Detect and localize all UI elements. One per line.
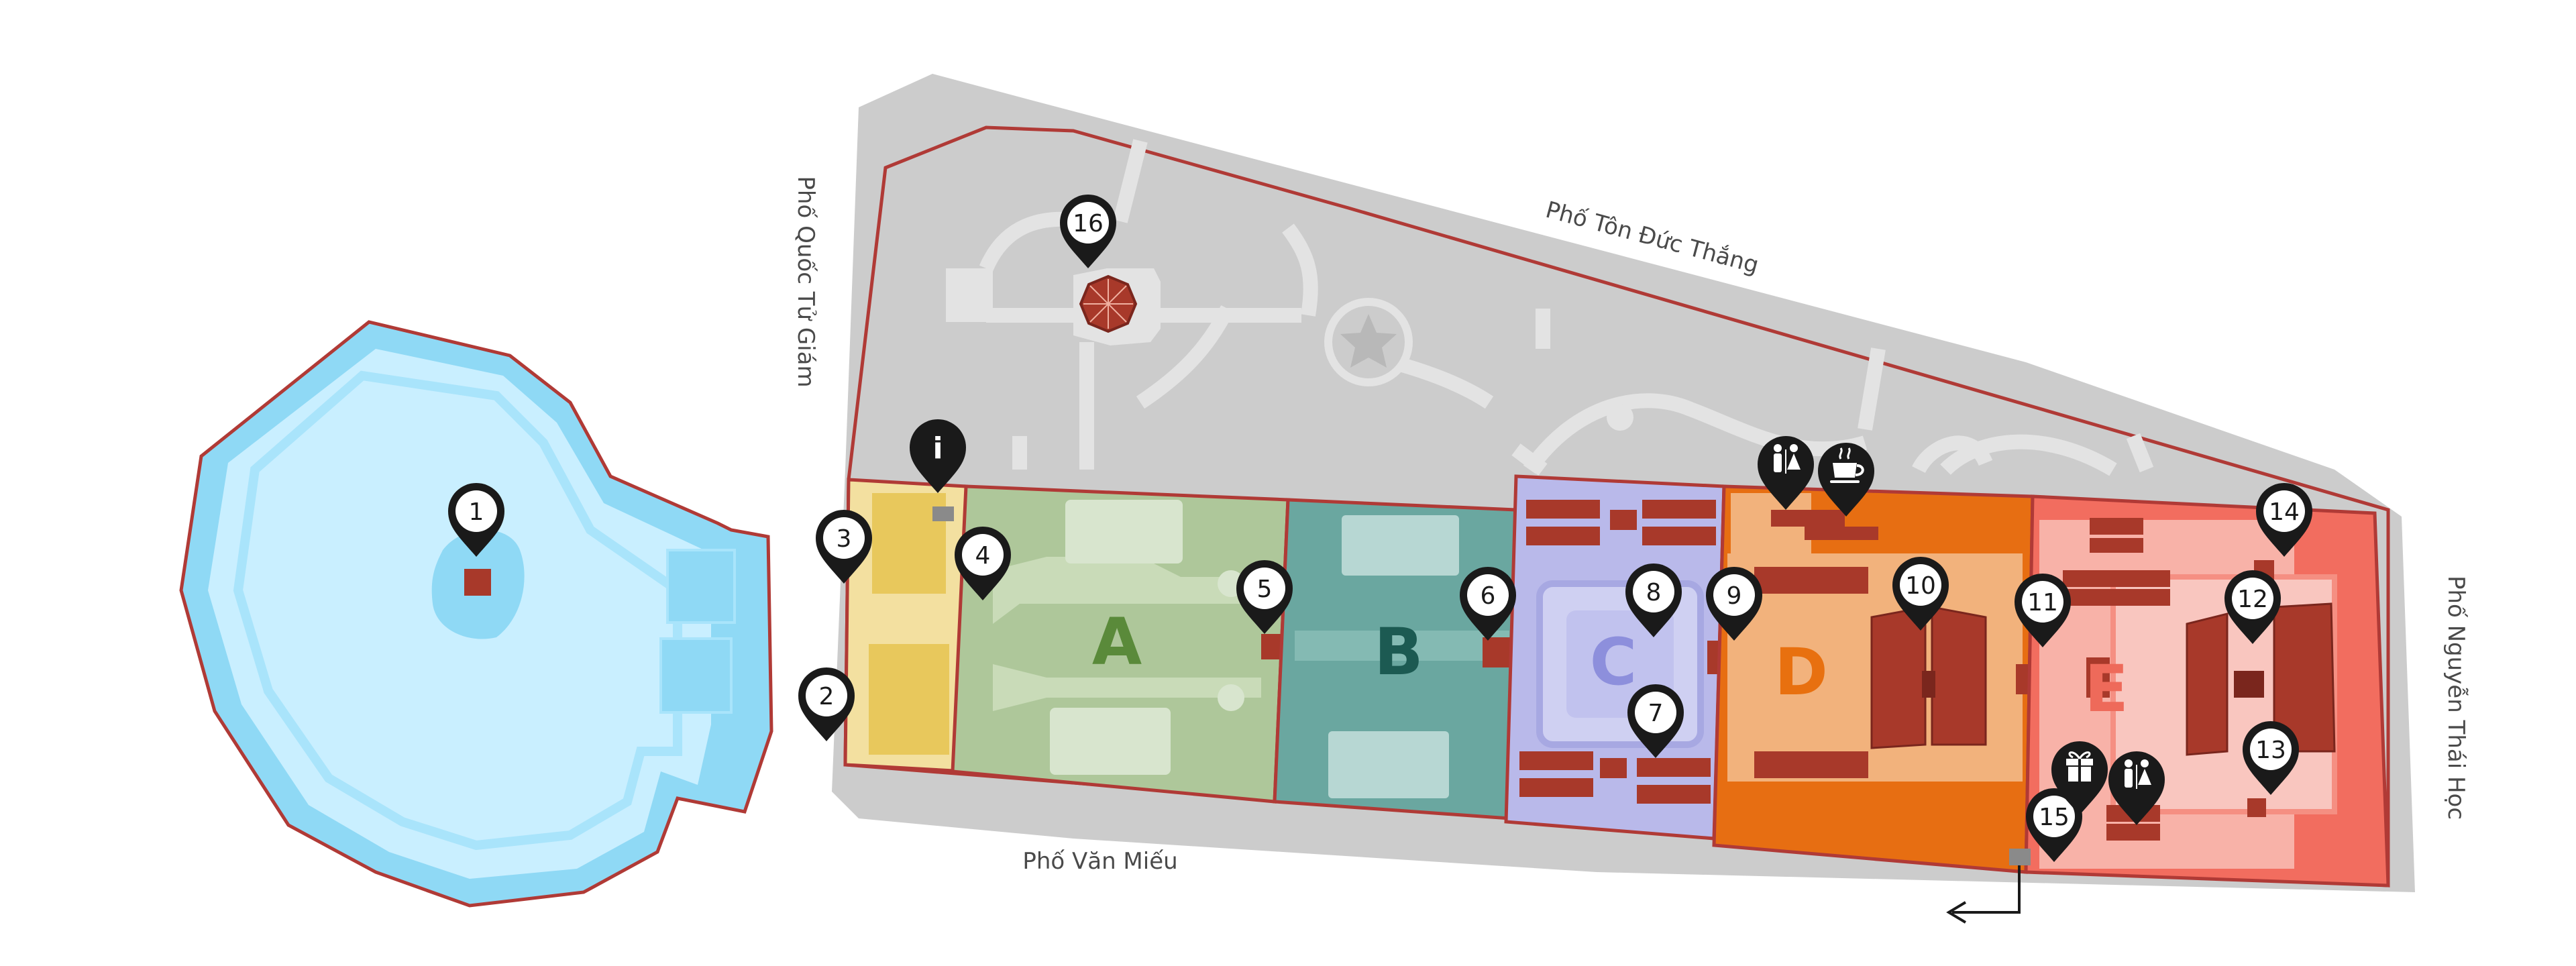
toilets-icon	[1774, 444, 1801, 474]
exit-gate	[2009, 849, 2031, 865]
park-plaza	[946, 268, 993, 322]
toilets-marker-south[interactable]	[2108, 751, 2165, 825]
marker-11[interactable]: 11	[2015, 574, 2071, 647]
stele-houses-north	[1526, 500, 1716, 545]
marker-label: 3	[837, 525, 852, 553]
gift-icon	[2066, 751, 2093, 782]
marker-3[interactable]: 3	[816, 510, 872, 584]
zone-label-c: C	[1590, 625, 1637, 700]
khue-van-pavilion	[464, 569, 491, 596]
marker-15[interactable]: 15	[2026, 788, 2082, 862]
marker-5[interactable]: 5	[1236, 560, 1293, 634]
zone-c	[1504, 474, 1741, 841]
gift-marker[interactable]	[2051, 741, 2108, 815]
marker-label: 8	[1646, 579, 1662, 606]
marker-label: 9	[1727, 582, 1742, 610]
zone-d-west-hall	[1754, 751, 1868, 778]
marker-6[interactable]: 6	[1460, 567, 1516, 641]
marker-label: 5	[1257, 576, 1273, 603]
zone-e-side-1	[2086, 657, 2110, 698]
toilet-block	[1771, 510, 1845, 527]
marker-label: 12	[2237, 586, 2268, 613]
park-paths	[979, 139, 2154, 476]
marker-14[interactable]: 14	[2256, 483, 2312, 557]
marker-label: 16	[1073, 210, 1104, 237]
lake-inner-ring	[233, 370, 682, 851]
zone-d	[1712, 484, 2035, 874]
marker-12[interactable]: 12	[2224, 570, 2281, 644]
zone-a-paths	[993, 557, 1261, 711]
marker-label: 14	[2269, 498, 2300, 526]
street-west: Phố Quốc Tử Giám	[792, 176, 819, 387]
stele-houses-south	[1519, 751, 1711, 804]
zone-b-walk	[1295, 631, 1509, 661]
toilets-marker-north[interactable]	[1758, 436, 1814, 510]
marker-16[interactable]: 16	[1060, 195, 1116, 268]
zone-label-d: D	[1774, 635, 1828, 710]
zone-b-pond-2	[1328, 731, 1449, 798]
zone-label-e: E	[2084, 651, 2129, 727]
gate-post	[932, 506, 954, 521]
marker-8[interactable]: 8	[1625, 564, 1682, 637]
entrance-garden-2	[869, 644, 949, 755]
zone-label-b: B	[1374, 614, 1423, 690]
marker-label: 7	[1648, 700, 1664, 727]
toilets-icon	[2125, 759, 2151, 789]
info-icon: i	[932, 431, 943, 466]
thai-hoc-hall	[2186, 612, 2229, 756]
marker-label: 13	[2255, 737, 2286, 764]
marker-label: 1	[469, 498, 484, 526]
info-marker[interactable]: i	[910, 419, 966, 493]
marker-9[interactable]: 9	[1706, 567, 1762, 641]
entrance-zone	[843, 478, 987, 773]
star-monument	[1340, 314, 1397, 368]
marker-label: 6	[1481, 582, 1496, 610]
marker-label: 4	[975, 542, 991, 570]
zone-b-pond-1	[1342, 515, 1459, 576]
marker-label: 15	[2039, 804, 2070, 831]
marker-label: 2	[819, 683, 835, 710]
zone-a	[951, 484, 1295, 804]
dai-thanh-hall	[1870, 606, 1927, 749]
zone-d-east-hall	[1754, 567, 1868, 594]
zone-d-link	[1922, 671, 1935, 698]
thai-hoc-rear	[2273, 602, 2336, 753]
lake-pier-2	[659, 637, 733, 714]
zone-a-circle-2	[1218, 684, 1244, 711]
coffee-cup-icon	[1830, 447, 1864, 483]
street-south: Phố Văn Miếu	[1022, 848, 1177, 875]
marker-7[interactable]: 7	[1627, 684, 1684, 758]
zone-label-a: A	[1092, 604, 1142, 680]
lake-pier-1	[666, 549, 736, 624]
zone-b	[1273, 498, 1518, 820]
marker-label: 11	[2027, 589, 2058, 616]
marker-10[interactable]: 10	[1892, 557, 1949, 631]
cafe-block	[1805, 527, 1878, 540]
zone-a-lawn-2	[1050, 708, 1171, 775]
marker-13[interactable]: 13	[2243, 721, 2299, 795]
lake-area	[179, 320, 773, 908]
marker-1[interactable]: 1	[448, 483, 504, 557]
marker-label: 10	[1905, 572, 1936, 600]
dai-thanh-rear	[1931, 606, 1987, 746]
street-east: Phố Nguyễn Thái Học	[2443, 576, 2469, 820]
marker-4[interactable]: 4	[955, 527, 1011, 600]
cafe-marker[interactable]	[1818, 443, 1874, 517]
zone-a-lawn-1	[1065, 500, 1183, 564]
park-fountain	[1607, 404, 1633, 431]
info-label: i	[932, 431, 943, 466]
marker-2[interactable]: 2	[798, 667, 855, 741]
zone-e-link	[2234, 671, 2264, 698]
exit-arrow	[1946, 852, 2021, 924]
pavilion-roof-lines	[1083, 279, 1133, 329]
